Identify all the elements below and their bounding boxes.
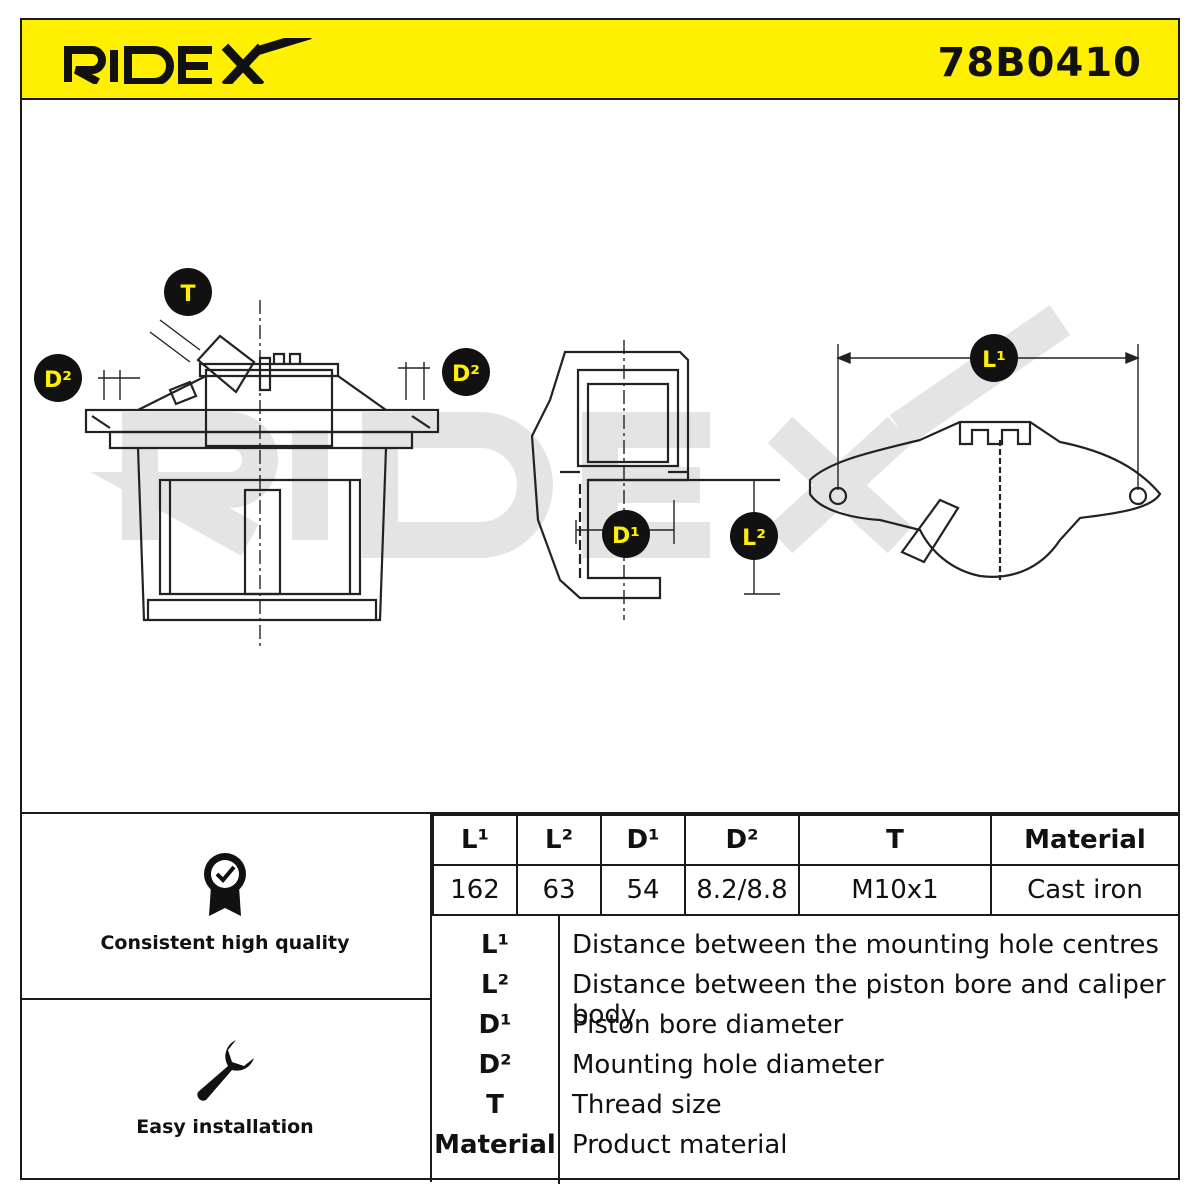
legend-symbol: L² <box>481 970 509 1000</box>
spec-value-t: M10x1 <box>798 864 992 916</box>
feature-divider <box>20 998 432 1000</box>
header-bar: 78B0410 <box>20 18 1180 100</box>
legend-row: L¹ Distance between the mounting hole ce… <box>432 930 1180 970</box>
legend-divider <box>558 916 560 1184</box>
caliper-drawing: D² T D² D¹ L² L¹ <box>34 268 1162 648</box>
left-dimensions <box>98 300 430 648</box>
part-number: 78B0410 <box>937 40 1142 86</box>
marker-d2-left: D² <box>34 354 82 402</box>
legend-text: Product material <box>572 1130 788 1160</box>
caliper-side-view <box>808 420 1162 580</box>
spec-header-material: Material <box>990 814 1180 866</box>
marker-l1-label: L¹ <box>982 348 1006 373</box>
marker-d2-left-label: D² <box>44 368 72 393</box>
spec-value-row: 162 63 54 8.2/8.8 M10x1 Cast iron <box>432 864 1180 916</box>
legend-text: Mounting hole diameter <box>572 1050 884 1080</box>
marker-d1: D¹ <box>602 510 650 558</box>
wrench-icon <box>197 1040 254 1101</box>
spec-value-d1: 54 <box>600 864 686 916</box>
feature-quality: Consistent high quality <box>20 852 430 954</box>
legend-symbol: Material <box>434 1130 556 1160</box>
caliper-section-view <box>530 340 780 620</box>
legend-row: L² Distance between the piston bore and … <box>432 970 1180 1030</box>
feature-installation-label: Easy installation <box>136 1116 314 1138</box>
spec-header-t: T <box>798 814 992 866</box>
legend-symbol: T <box>486 1090 504 1120</box>
feature-installation: Easy installation <box>20 1036 430 1138</box>
legend-symbol: L¹ <box>481 930 509 960</box>
legend-row: D² Mounting hole diameter <box>432 1050 1180 1090</box>
marker-l2: L² <box>730 512 778 560</box>
spec-header-d1: D¹ <box>600 814 686 866</box>
marker-t: T <box>164 268 212 316</box>
legend: L¹ Distance between the mounting hole ce… <box>432 914 1180 1184</box>
spec-header-row: L¹ L² D¹ D² T Material <box>432 814 1180 866</box>
quality-badge-icon <box>204 853 246 916</box>
spec-table: L¹ L² D¹ D² T Material 162 63 54 8.2/8.8… <box>432 814 1180 916</box>
spec-value-d2: 8.2/8.8 <box>684 864 800 916</box>
legend-text: Piston bore diameter <box>572 1010 844 1040</box>
legend-row: T Thread size <box>432 1090 1180 1130</box>
legend-row: D¹ Piston bore diameter <box>432 1010 1180 1050</box>
spec-header-d2: D² <box>684 814 800 866</box>
ridex-logo <box>64 38 312 84</box>
feature-quality-label: Consistent high quality <box>100 932 350 954</box>
marker-t-label: T <box>180 282 195 307</box>
marker-l1: L¹ <box>970 334 1018 382</box>
legend-text: Distance between the piston bore and cal… <box>572 970 1166 1030</box>
spec-header-l2: L² <box>516 814 602 866</box>
spec-header-l1: L¹ <box>432 814 518 866</box>
marker-d2-right-label: D² <box>452 362 480 387</box>
legend-text: Thread size <box>572 1090 722 1120</box>
spec-value-l1: 162 <box>432 864 518 916</box>
legend-symbol: D¹ <box>478 1010 512 1040</box>
legend-text: Distance between the mounting hole centr… <box>572 930 1159 960</box>
spec-value-l2: 63 <box>516 864 602 916</box>
marker-d2-right: D² <box>442 348 490 396</box>
marker-l2-label: L² <box>742 526 766 551</box>
specs-section: Consistent high quality Easy installatio… <box>20 812 1180 1184</box>
spec-value-material: Cast iron <box>990 864 1180 916</box>
marker-d1-label: D¹ <box>612 524 640 549</box>
legend-row: Material Product material <box>432 1130 1180 1170</box>
legend-symbol: D² <box>478 1050 512 1080</box>
